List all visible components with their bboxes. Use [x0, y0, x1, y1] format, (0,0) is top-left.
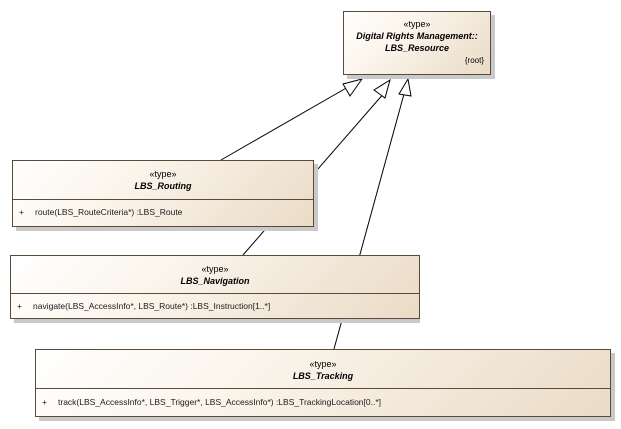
resource-name-line2: LBS_Resource — [384, 43, 450, 53]
navigation-separator — [11, 293, 419, 294]
class-lbs-resource[interactable]: «type» Digital Rights Management:: LBS_R… — [343, 11, 491, 75]
routing-separator — [13, 199, 313, 200]
resource-root-tag: {root} — [464, 56, 484, 65]
resource-stereotype: «type» — [403, 19, 431, 29]
class-lbs-routing[interactable]: «type» LBS_Routing + route(LBS_RouteCrite… — [12, 160, 314, 227]
navigation-op-visibility: + — [17, 301, 22, 311]
tracking-operation[interactable]: + track(LBS_AccessInfo*, LBS_Trigger*, LB… — [42, 397, 381, 407]
edge-routing-to-resource[interactable] — [220, 82, 356, 161]
arrowhead-navigation — [373, 78, 391, 99]
tracking-separator — [36, 388, 610, 389]
resource-name-line1: Digital Rights Management:: — [356, 31, 478, 41]
tracking-name: LBS_Tracking — [292, 371, 354, 381]
tracking-stereotype: «type» — [309, 359, 337, 369]
navigation-operation[interactable]: + navigate(LBS_AccessInfo*, LBS_Route*) :… — [17, 301, 270, 311]
routing-stereotype: «type» — [149, 169, 177, 179]
arrowhead-routing — [342, 78, 364, 97]
routing-name: LBS_Routing — [134, 181, 192, 191]
navigation-stereotype: «type» — [201, 264, 229, 274]
class-lbs-tracking[interactable]: «type» LBS_Tracking + track(LBS_AccessInf… — [35, 349, 611, 417]
tracking-op-signature: track(LBS_AccessInfo*, LBS_Trigger*, LBS… — [58, 397, 381, 407]
arrowhead-tracking — [398, 77, 412, 97]
navigation-op-signature: navigate(LBS_AccessInfo*, LBS_Route*) :L… — [33, 301, 271, 311]
class-lbs-navigation[interactable]: «type» LBS_Navigation + navigate(LBS_Acce… — [10, 255, 420, 319]
routing-operation[interactable]: + route(LBS_RouteCriteria*) :LBS_Route — [19, 207, 182, 217]
routing-op-visibility: + — [19, 207, 24, 217]
routing-op-signature: route(LBS_RouteCriteria*) :LBS_Route — [35, 207, 183, 217]
tracking-op-visibility: + — [42, 397, 47, 407]
navigation-name: LBS_Navigation — [180, 276, 250, 286]
